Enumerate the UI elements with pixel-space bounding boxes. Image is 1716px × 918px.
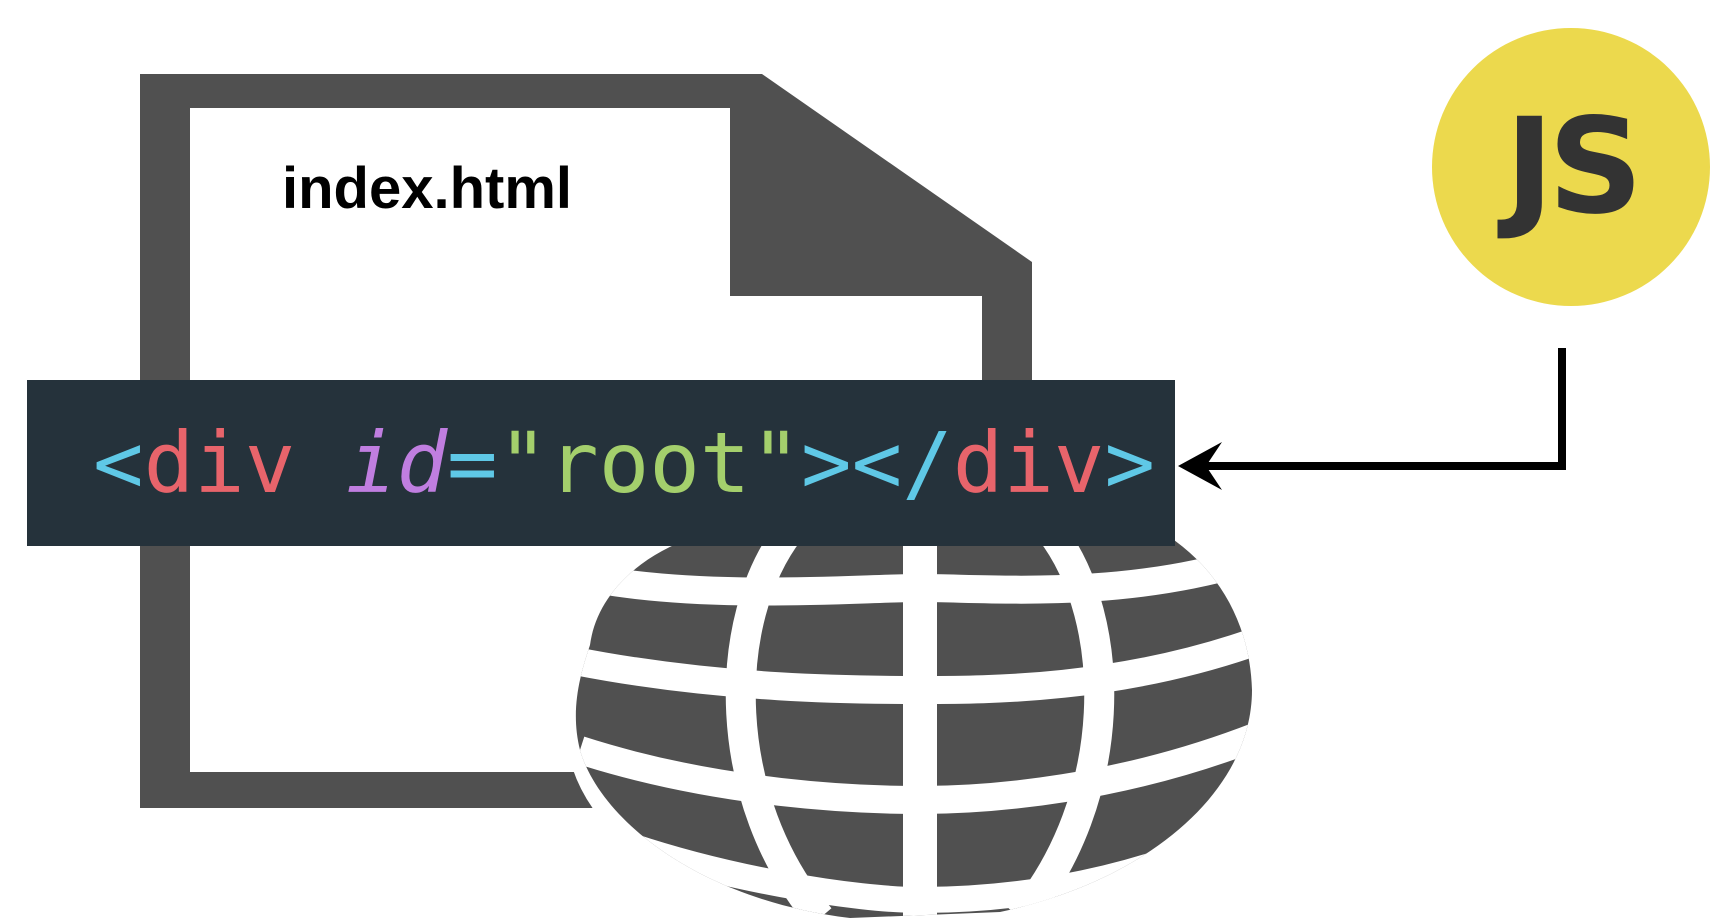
code-token-close-bracket: > bbox=[1104, 414, 1156, 512]
globe-icon bbox=[566, 518, 1270, 918]
code-token-tag-close: div bbox=[952, 414, 1105, 512]
code-token-attribute: id bbox=[345, 414, 448, 512]
js-logo-icon: JS bbox=[1432, 28, 1710, 306]
code-token-string: "root" bbox=[497, 414, 802, 512]
file-name-label: index.html bbox=[282, 156, 573, 221]
code-token-equals: = bbox=[447, 414, 498, 512]
code-token-close-open: ></ bbox=[801, 414, 953, 512]
code-snippet: <div id="root"></div> bbox=[27, 380, 1175, 546]
code-token-space bbox=[295, 414, 346, 512]
arrow-left-icon bbox=[1178, 348, 1566, 490]
code-token-open-bracket: < bbox=[93, 414, 144, 512]
code-token-tag-open: div bbox=[143, 414, 296, 512]
js-logo-label: JS bbox=[1504, 90, 1643, 244]
